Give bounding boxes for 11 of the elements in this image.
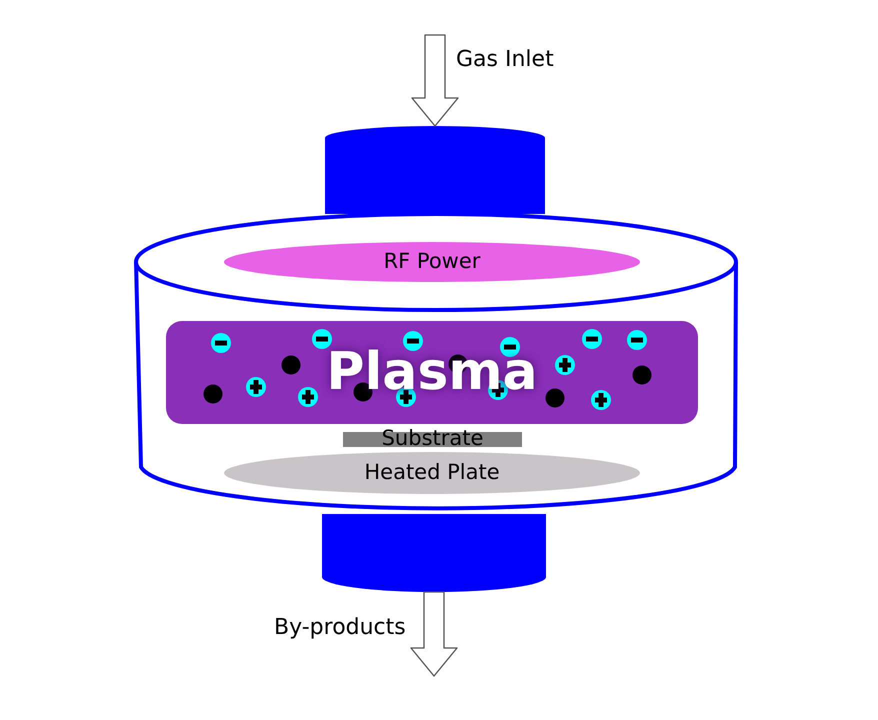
plasma-label: Plasma [326,344,538,402]
part-label: Substrate [382,427,484,451]
pipe-cylinder [322,514,546,592]
flow-label: By-products [274,616,406,640]
part-label: Heated Plate [364,461,500,485]
flow-arrow [411,34,459,127]
flow-arrow [410,591,458,677]
part-label: RF Power [384,250,480,274]
plasma-region [166,321,698,424]
pipe-cylinder [325,126,545,214]
flow-label: Gas Inlet [456,48,554,72]
